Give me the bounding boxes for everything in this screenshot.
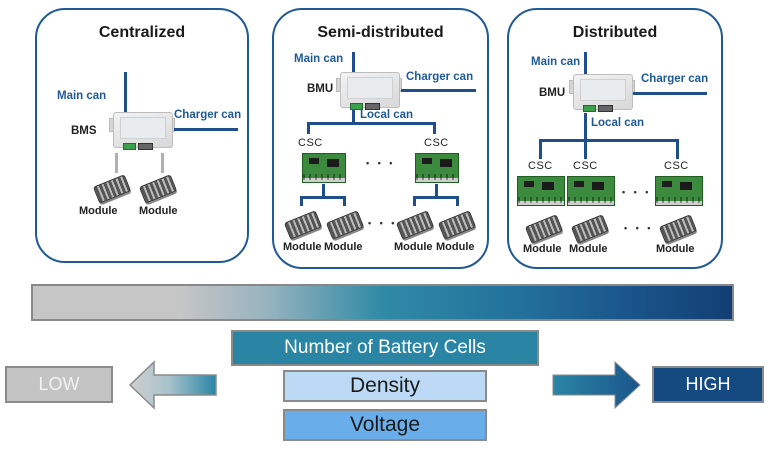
- module-label: Module: [283, 241, 322, 253]
- battery-module-icon: [658, 214, 698, 244]
- charger-can-line: [633, 92, 707, 95]
- circuit-board-icon: [517, 176, 565, 206]
- module-link: [322, 184, 325, 198]
- bms-device-icon: [109, 110, 175, 152]
- battery-module-icon: [570, 214, 610, 244]
- local-can-drop: [584, 139, 587, 159]
- module-label: Module: [569, 243, 608, 255]
- local-can-line: [584, 113, 587, 141]
- panel-title: Semi-distributed: [317, 24, 444, 41]
- arrow-left-icon: [128, 360, 217, 410]
- local-can-label: Local can: [591, 117, 645, 129]
- charger-can-label: Charger can: [641, 73, 709, 85]
- main-can-label: Main can: [294, 53, 344, 65]
- circuit-board-icon: [302, 153, 346, 183]
- ellipsis: • • •: [366, 158, 396, 168]
- module-label: Module: [523, 243, 562, 255]
- main-can-line: [124, 72, 127, 112]
- charger-can-label: Charger can: [406, 71, 474, 83]
- ellipsis: • • •: [368, 218, 398, 228]
- module-link: [456, 196, 459, 206]
- main-can-line: [584, 52, 587, 76]
- charger-can-line: [174, 128, 238, 131]
- battery-module-icon: [92, 174, 132, 204]
- main-can-label: Main can: [57, 90, 107, 102]
- panel-semi-distributed: Semi-distributed Main can BMU Charger ca…: [272, 8, 489, 269]
- panel-distributed: Distributed Main can BMU Charger can Loc…: [507, 8, 723, 269]
- high-label-box: HIGH: [652, 366, 764, 403]
- bmu-device-icon: [569, 72, 635, 114]
- module-link: [300, 196, 303, 206]
- local-can-drop: [539, 139, 542, 159]
- csc-label: CSC: [528, 160, 553, 172]
- module-link: [343, 196, 346, 206]
- local-can-bus: [307, 122, 436, 125]
- local-can-line: [352, 110, 355, 124]
- ellipsis: • • •: [622, 187, 652, 197]
- csc-label: CSC: [298, 137, 323, 149]
- battery-module-icon: [325, 210, 365, 240]
- scale-gradient-bar: [31, 284, 734, 321]
- bmu-device-icon: [336, 70, 402, 112]
- local-can-drop: [433, 122, 436, 134]
- factor-density: Density: [283, 370, 487, 402]
- local-can-drop: [307, 122, 310, 134]
- factor-number-of-cells: Number of Battery Cells: [231, 330, 539, 366]
- module-link-line: [161, 153, 164, 173]
- panel-title: Centralized: [98, 24, 186, 41]
- module-label: Module: [139, 205, 178, 217]
- local-can-label: Local can: [360, 109, 414, 121]
- panel-title: Distributed: [572, 24, 658, 41]
- circuit-board-icon: [655, 176, 703, 206]
- battery-module-icon: [138, 174, 178, 204]
- module-link: [413, 196, 416, 206]
- battery-module-icon: [524, 214, 564, 244]
- ellipsis: • • •: [624, 223, 654, 233]
- main-can-label: Main can: [531, 56, 581, 68]
- module-label: Module: [656, 243, 695, 255]
- controller-label: BMU: [307, 83, 334, 95]
- csc-label: CSC: [573, 160, 598, 172]
- charger-can-line: [401, 89, 476, 92]
- csc-label: CSC: [424, 137, 449, 149]
- module-link: [435, 184, 438, 198]
- circuit-board-icon: [567, 176, 615, 206]
- circuit-board-icon: [415, 153, 459, 183]
- arrow-right-icon: [552, 360, 641, 410]
- csc-label: CSC: [664, 160, 689, 172]
- module-link: [413, 196, 459, 199]
- battery-module-icon: [395, 210, 435, 240]
- module-label: Module: [436, 241, 475, 253]
- module-label: Module: [394, 241, 433, 253]
- charger-can-label: Charger can: [174, 109, 242, 121]
- main-can-line: [352, 52, 355, 74]
- local-can-bus: [539, 139, 679, 142]
- battery-module-icon: [437, 210, 477, 240]
- module-label: Module: [324, 241, 363, 253]
- module-link-line: [115, 153, 118, 173]
- controller-label: BMU: [539, 87, 566, 99]
- battery-module-icon: [283, 210, 323, 240]
- low-label-box: LOW: [5, 366, 113, 403]
- module-link: [300, 196, 346, 199]
- panel-centralized: Centralized Main can BMS Charger can Mod…: [35, 8, 249, 263]
- module-label: Module: [79, 205, 118, 217]
- controller-label: BMS: [71, 125, 97, 137]
- local-can-drop: [676, 139, 679, 159]
- factor-voltage: Voltage: [283, 409, 487, 441]
